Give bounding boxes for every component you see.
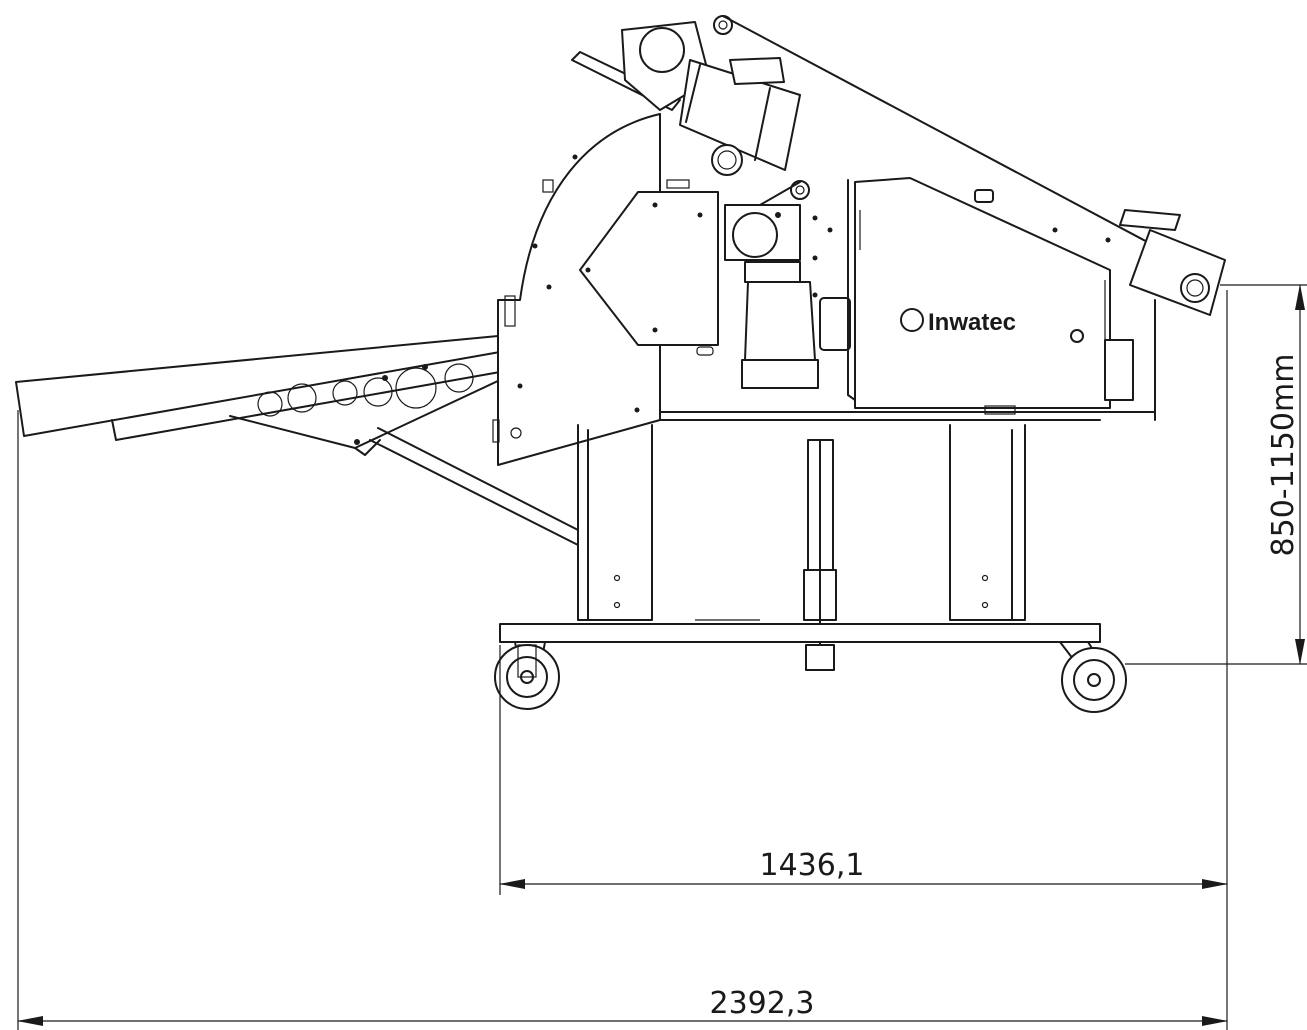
castor-wheel-left xyxy=(494,641,560,710)
dim-inner-width: 1436,1 xyxy=(760,848,865,883)
side-cover-plate xyxy=(579,191,719,356)
upper-motor-assembly xyxy=(571,15,1216,279)
infeed-ramp xyxy=(15,335,579,546)
dim-height-range: 850-1150mm xyxy=(1266,354,1301,557)
inwatec-logo: Inwatec xyxy=(900,308,1016,336)
brand-name: Inwatec xyxy=(928,309,1016,336)
crusher-housing xyxy=(492,113,1156,466)
gearbox-motor xyxy=(697,180,851,389)
control-cabinet xyxy=(847,177,1134,415)
dimension-annotations: 1436,1 2392,3 850-1150mm xyxy=(17,284,1307,1030)
castor-wheel-right xyxy=(1059,641,1127,713)
dim-overall-width: 2392,3 xyxy=(710,986,815,1021)
output-conveyor-head xyxy=(1119,209,1226,421)
machine-frame xyxy=(499,424,1101,671)
